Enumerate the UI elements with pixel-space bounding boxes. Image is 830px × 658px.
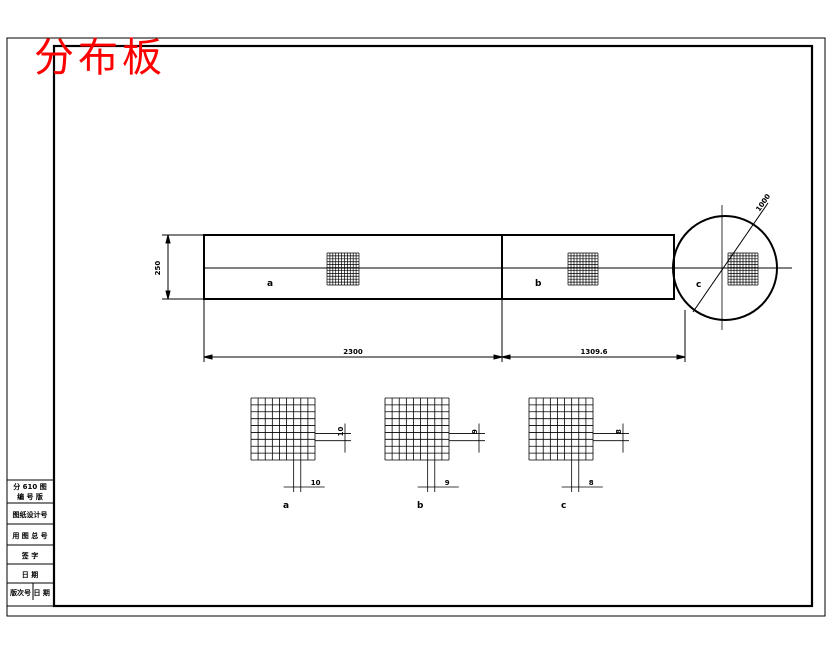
outer-border <box>6 37 826 617</box>
section-label-c: c <box>696 280 701 290</box>
title-block-row-4: 用 图 总 号 <box>12 531 47 540</box>
title-block-row-7: 版次号 日 期 <box>10 588 50 597</box>
round-end-circle <box>672 215 778 321</box>
detail-pitch-label: 8 <box>589 479 594 487</box>
hole-grid-a <box>326 252 360 286</box>
diameter-line <box>692 202 769 313</box>
section-label-a: a <box>267 279 273 289</box>
plate-outline <box>203 234 675 300</box>
length-dimensions <box>203 300 686 362</box>
detail-c: 8 8 c <box>528 397 629 511</box>
detail-b: 9 9 b <box>384 397 485 511</box>
detail-label: a <box>283 501 289 511</box>
title-block-row-1: 分 610 图 <box>13 482 47 491</box>
hole-grid-b <box>567 252 599 286</box>
detail-pitch-label: 9 <box>445 479 450 487</box>
hole-grid-c <box>727 252 759 286</box>
detail-label: b <box>417 501 424 511</box>
length-b-label: 1309.6 <box>580 348 607 356</box>
detail-vertical-label: 8 <box>615 429 623 434</box>
title-block <box>7 479 54 600</box>
title-block-row-2: 编 号 版 <box>17 492 43 501</box>
drawing-title: 分布板 <box>34 35 166 81</box>
detail-a: 10 10 a <box>250 397 351 511</box>
section-label-b: b <box>535 279 542 289</box>
title-block-row-3: 图纸设计号 <box>13 510 48 519</box>
detail-label: c <box>561 501 566 511</box>
title-block-row-5: 签 字 <box>21 551 38 560</box>
detail-vertical-label: 10 <box>337 427 345 437</box>
detail-vertical-label: 9 <box>471 429 479 434</box>
length-a-label: 2300 <box>343 348 363 356</box>
height-dim-label: 250 <box>154 261 162 276</box>
height-dimension <box>162 234 204 300</box>
title-block-row-6: 日 期 <box>22 570 38 579</box>
inner-frame <box>52 44 814 608</box>
detail-pitch-label: 10 <box>311 479 321 487</box>
